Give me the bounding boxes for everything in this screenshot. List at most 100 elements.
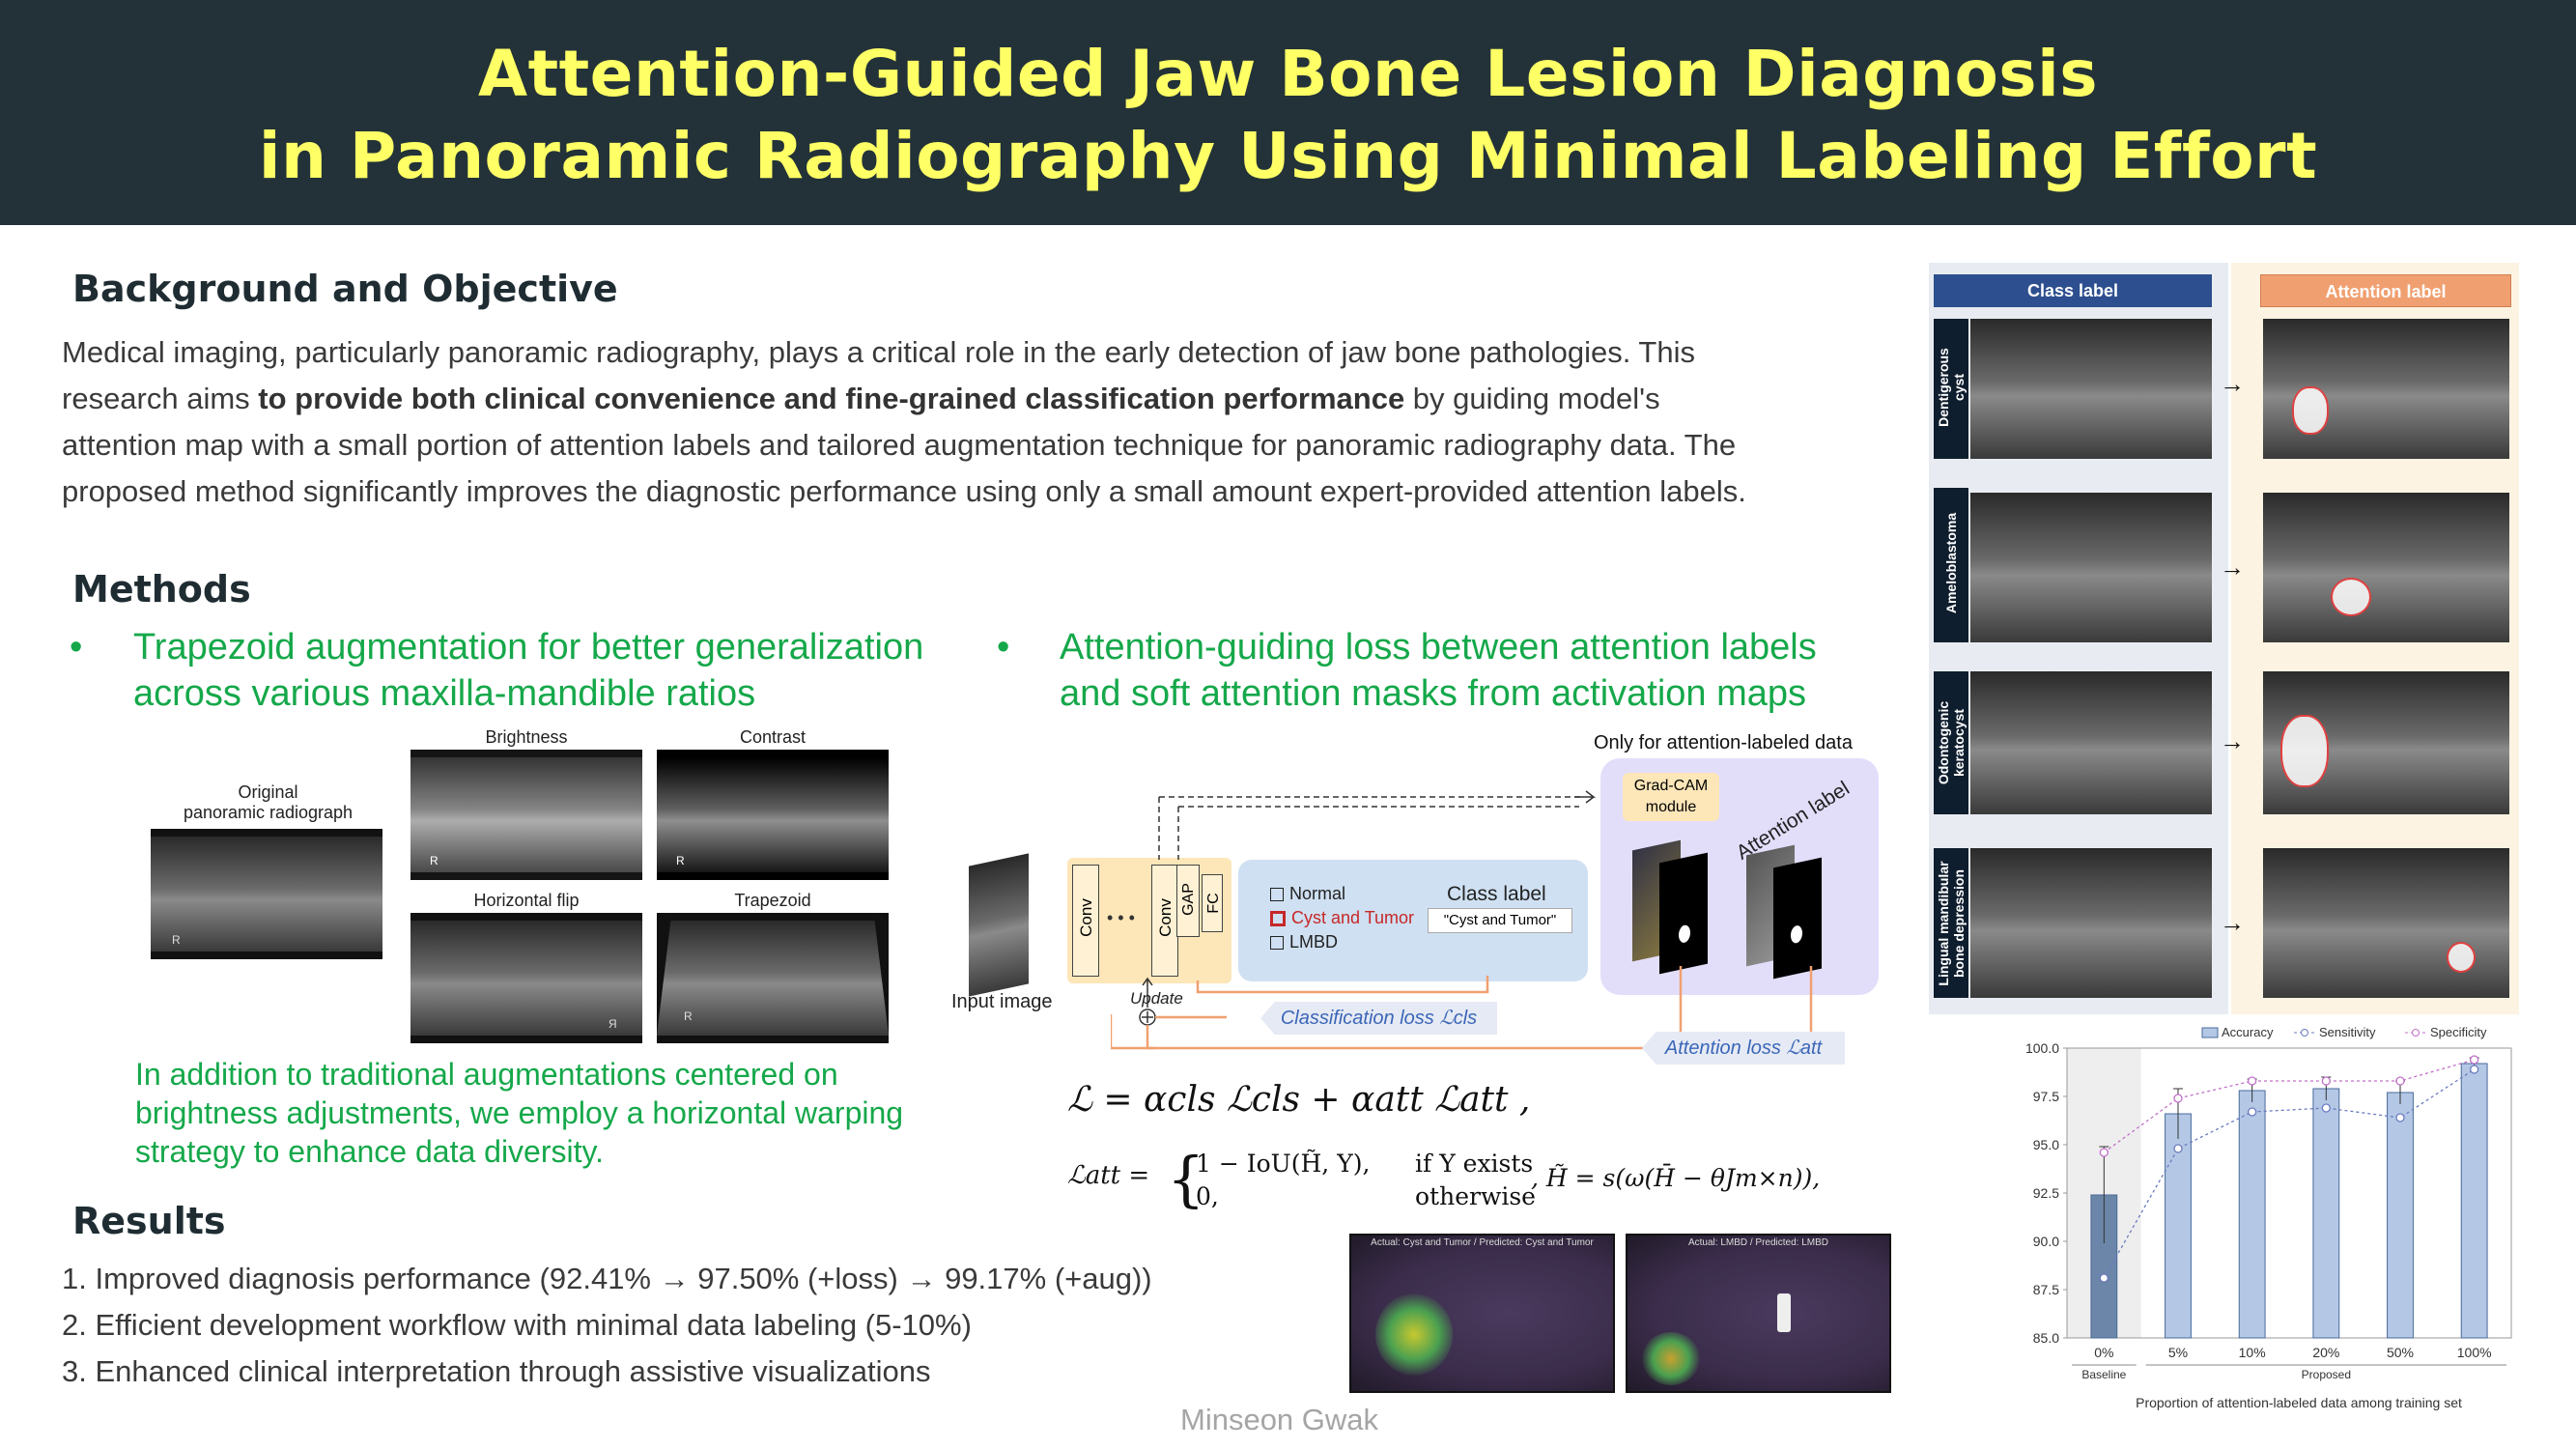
heatmap-hotspot-1	[1375, 1293, 1453, 1376]
x-tick-label: 20%	[2312, 1345, 2339, 1360]
legend-sensitivity-marker	[2301, 1029, 2308, 1037]
brace-icon: {	[1167, 1144, 1205, 1214]
case-1: 1 − IoU(H̃, Y),	[1196, 1150, 1371, 1178]
label-blob	[1791, 923, 1802, 945]
ellipsis: • • •	[1107, 908, 1135, 927]
y-tick-label: 95.0	[2033, 1137, 2059, 1152]
heatmap-caption-2: Actual: LMBD / Predicted: LMBD	[1687, 1237, 1829, 1248]
hflip-label: Horizontal flip	[473, 891, 580, 910]
att-loss-equation-lhs: ℒatt =	[1067, 1161, 1150, 1190]
mask-blob	[1679, 923, 1690, 945]
result-item-2: 2. Efficient development workflow with m…	[62, 1308, 972, 1342]
condition-2: otherwise	[1415, 1182, 1536, 1210]
author-name: Minseon Gwak	[1180, 1403, 1379, 1436]
update-arrow	[1142, 977, 1153, 1008]
input-image-label: Input image	[951, 991, 1053, 1012]
sum-icon	[1142, 1011, 1153, 1023]
specificity-point	[2395, 1076, 2405, 1086]
option-cyst: Cyst and Tumor	[1270, 908, 1414, 928]
option-lmbd-label: LMBD	[1289, 932, 1339, 952]
brightness-label: Brightness	[485, 727, 568, 747]
legend-accuracy-label: Accuracy	[2222, 1025, 2274, 1039]
title-line-2: in Panoramic Radiography Using Minimal L…	[258, 119, 2318, 193]
sensitivity-point	[2248, 1107, 2257, 1117]
arrow-icon: →	[2220, 553, 2245, 582]
specificity-point	[2099, 1148, 2109, 1157]
attention-image-1	[2263, 319, 2509, 459]
y-tick-label: 92.5	[2033, 1185, 2059, 1201]
hflip-radiograph: R	[410, 913, 642, 1043]
checkbox-icon	[1270, 911, 1286, 927]
gradcam-module: Grad-CAM module	[1623, 773, 1719, 821]
methods-heading: Methods	[72, 568, 251, 611]
xray-marker: R	[676, 854, 685, 867]
lesion-outline	[2447, 942, 2476, 973]
output-options: Normal Cyst and Tumor LMBD	[1270, 884, 1414, 952]
att-loss-connectors	[1111, 966, 1813, 1050]
row-label-line-1: Lingual mandibular	[1936, 861, 1951, 986]
augmentation-note: In addition to traditional augmentations…	[135, 1055, 1024, 1171]
only-attention-note: Only for attention-labeled data	[1594, 732, 1853, 753]
row-label-line-2: bone depression	[1951, 868, 1967, 979]
class-image-2	[1970, 493, 2212, 642]
xray-marker: R	[684, 1009, 693, 1023]
classification-loss-tag: Classification loss ℒcls	[1260, 1002, 1497, 1035]
result-item-1: 1. Improved diagnosis performance (92.41…	[62, 1262, 1152, 1295]
specificity-line	[2103, 1059, 2475, 1153]
aug-note-line-1: In addition to traditional augmentations…	[135, 1057, 838, 1092]
heatmap-example-1: Actual: Cyst and Tumor / Predicted: Cyst…	[1349, 1234, 1615, 1393]
sensitivity-point	[2321, 1103, 2331, 1113]
heatmap-example-2: Actual: LMBD / Predicted: LMBD	[1626, 1234, 1891, 1393]
x-axis-label: Proportion of attention-labeled data amo…	[2136, 1395, 2462, 1410]
row-label-line-1: Ameloblastoma	[1943, 512, 1959, 614]
conv-layer-1: Conv	[1072, 865, 1099, 977]
arrow-icon: →	[2220, 726, 2245, 755]
xray-marker: R	[172, 933, 181, 947]
result-item-3: 3. Enhanced clinical interpretation thro…	[62, 1354, 931, 1388]
original-label-line-1: Original	[238, 782, 298, 802]
x-tick-label: 5%	[2168, 1345, 2188, 1360]
original-radiograph: R	[151, 829, 382, 959]
arrow-to-gradcam	[1574, 790, 1597, 804]
background-heading: Background and Objective	[72, 268, 618, 310]
fc-layer: FC	[1202, 874, 1223, 932]
sensitivity-point	[2395, 1113, 2405, 1122]
sensitivity-point	[2470, 1065, 2479, 1074]
heatmap-caption-1: Actual: Cyst and Tumor / Predicted: Cyst…	[1371, 1237, 1594, 1248]
case-2: 0,	[1196, 1182, 1219, 1210]
arrow-icon: →	[2220, 908, 2245, 937]
attention-loss-tag: Attention loss ℒatt	[1642, 1032, 1845, 1065]
row-label-line-2: keratocyst	[1951, 708, 1967, 778]
specificity-point	[2248, 1076, 2257, 1086]
group-label-baseline: Baseline	[2081, 1368, 2126, 1381]
gradcam-line-1: Grad-CAM	[1633, 778, 1709, 794]
background-line-2-post: by guiding model's	[1404, 382, 1660, 415]
option-normal-label: Normal	[1289, 884, 1346, 903]
condition-1: if Y exists	[1415, 1150, 1534, 1178]
y-tick-label: 100.0	[2025, 1040, 2059, 1056]
accuracy-bar	[2238, 1090, 2266, 1339]
contrast-radiograph: R	[657, 750, 889, 880]
specificity-point	[2470, 1055, 2479, 1065]
row-label-text: Ameloblastoma	[1943, 486, 1959, 640]
background-line-2-pre: research aims	[62, 382, 259, 415]
update-label: Update	[1130, 989, 1183, 1008]
attention-image-4	[2263, 848, 2509, 998]
soft-mask-equation: , H̃ = s(ω(H̄ − θJm×n)),	[1531, 1164, 1821, 1192]
group-label-proposed: Proposed	[2302, 1368, 2351, 1381]
class-label-value: "Cyst and Tumor"	[1428, 908, 1572, 933]
xray-marker: R	[609, 1017, 617, 1031]
background-line-2: research aims to provide both clinical c…	[62, 376, 1897, 422]
y-tick-label: 85.0	[2033, 1330, 2059, 1346]
background-line-4: proposed method significantly improves t…	[62, 474, 1746, 508]
gap-layer: GAP	[1176, 865, 1200, 937]
legend-specificity-label: Specificity	[2430, 1025, 2487, 1039]
original-label-line-2: panoramic radiograph	[183, 803, 354, 822]
class-image-3	[1970, 671, 2212, 814]
specificity-point	[2321, 1076, 2331, 1086]
